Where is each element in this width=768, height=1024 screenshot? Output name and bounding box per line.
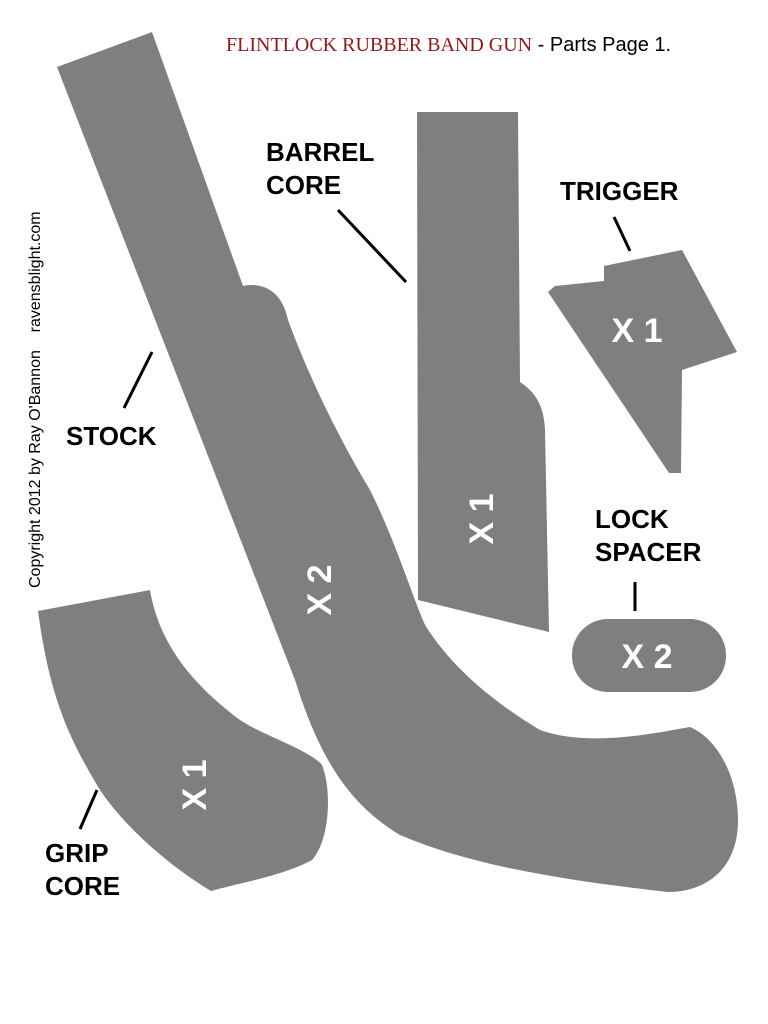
trigger-label: TRIGGER [560,176,679,206]
trigger-quantity: X 1 [611,312,662,350]
stock-part-shape [57,32,738,892]
grip-core-label: GRIP CORE [45,837,120,903]
copyright-credit: Copyright 2012 by Ray O'Bannon ravensbli… [27,211,44,588]
grip-core-leader-line [78,789,99,830]
lock-spacer-quantity: X 2 [621,638,672,676]
barrel-core-label-line-2: CORE [266,170,342,200]
barrel-core-leader-line [336,208,408,284]
page-title-main: FLINTLOCK RUBBER BAND GUN [226,34,533,56]
barrel-core-label-line-1: BARREL [266,137,375,167]
lock-spacer-part-shape [572,619,726,692]
page-title-subtitle: - Parts Page 1. [532,34,672,56]
stock-leader-line [122,351,154,409]
grip-core-label-line-1: GRIP [45,838,109,868]
lock-spacer-label-line-1: LOCK [595,504,669,534]
trigger-leader-line [612,216,632,252]
barrel-core-quantity: X 1 [463,493,501,544]
lock-spacer-label-line-2: SPACER [595,537,702,567]
grip-core-quantity: X 1 [176,759,214,810]
lock-spacer-label: LOCK SPACER [595,503,701,569]
stock-label: STOCK [66,421,157,451]
stock-quantity: X 2 [301,564,339,615]
barrel-core-label: BARREL CORE [266,136,374,202]
grip-core-part-shape [38,590,328,891]
grip-core-label-line-2: CORE [45,871,121,901]
trigger-part-shape [548,250,737,473]
barrel-core-part-shape [417,112,549,632]
page-title: FLINTLOCK RUBBER BAND GUN - Parts Page 1… [226,32,671,58]
